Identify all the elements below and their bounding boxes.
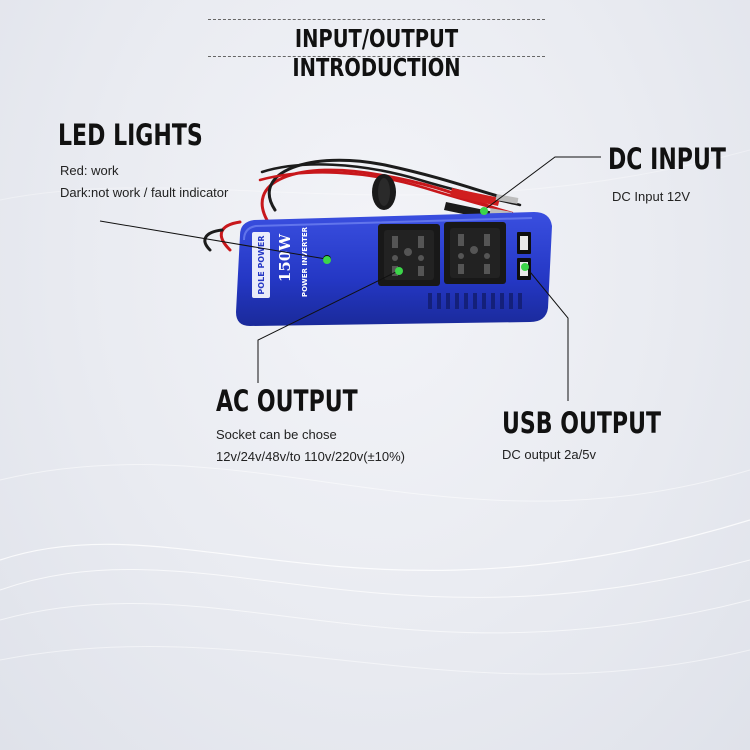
cable-tie-icon <box>372 174 396 210</box>
led-line-2: Dark:not work / fault indicator <box>60 185 229 200</box>
ac-socket-2 <box>444 222 506 284</box>
dc-leader-line <box>483 156 601 211</box>
led-leader-line <box>99 220 327 260</box>
ac-line-2: 12v/24v/48v/to 110v/220v(±10%) <box>216 449 406 464</box>
callout-lines <box>99 156 601 401</box>
pointer-dots <box>323 207 529 275</box>
led-lights-description: Red: work Dark:not work / fault indicato… <box>60 160 228 204</box>
model-label: POWER INVERTER <box>301 226 309 297</box>
usb-leader-line <box>525 266 569 401</box>
ac-pointer-dot <box>395 267 403 275</box>
dc-line-1: DC Input 12V <box>612 189 691 204</box>
dc-input-heading: DC INPUT <box>608 142 726 176</box>
page-title: INPUT/OUTPUT INTRODUCTION <box>292 24 461 82</box>
ac-output-description: Socket can be chose 12v/24v/48v/to 110v/… <box>216 424 405 468</box>
power-label: 150W <box>276 233 294 282</box>
led-pointer-dot <box>323 256 331 264</box>
usb-output-heading: USB OUTPUT <box>502 406 661 440</box>
led-line-1: Red: work <box>60 163 119 178</box>
vent-slots <box>428 293 522 309</box>
ac-leader-line <box>257 270 399 383</box>
usb-line-1: DC output 2a/5v <box>502 447 596 462</box>
title-rule-bottom <box>208 56 545 57</box>
usb-pointer-dot <box>521 263 529 271</box>
title-block: INPUT/OUTPUT INTRODUCTION <box>208 19 545 82</box>
ac-socket-1 <box>378 224 440 286</box>
dc-pointer-dot <box>480 207 488 215</box>
title-rule-top <box>208 19 545 20</box>
brand-badge: POLE POWER <box>257 235 266 294</box>
ac-line-1: Socket can be chose <box>216 427 337 442</box>
ac-output-heading: AC OUTPUT <box>216 384 358 418</box>
inverter-body: POLE POWER 150W POWER INVERTER <box>236 212 552 326</box>
dc-input-description: DC Input 12V <box>612 186 690 208</box>
led-lights-heading: LED LIGHTS <box>58 118 203 152</box>
usb-output-description: DC output 2a/5v <box>502 444 596 466</box>
